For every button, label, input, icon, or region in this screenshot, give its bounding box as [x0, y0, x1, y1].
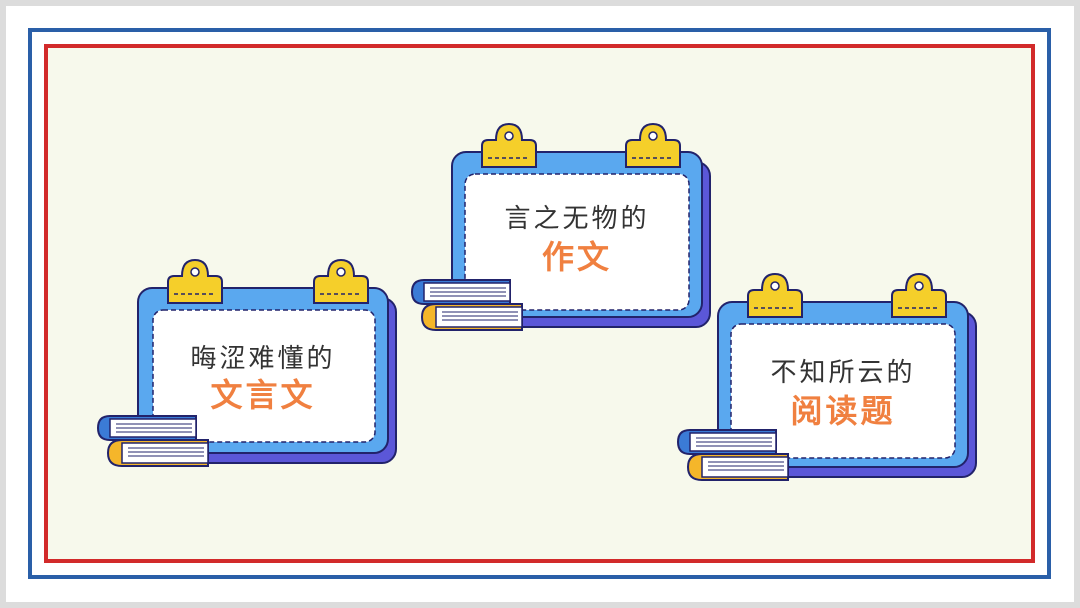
card-frame-graphic	[96, 258, 397, 467]
card-highlight: 阅读题	[790, 392, 896, 430]
card-line1: 言之无物的	[504, 204, 650, 234]
clip-icon	[891, 272, 947, 318]
card-classical-chinese: 晦涩难懂的 文言文	[96, 258, 406, 473]
clip-icon	[167, 258, 223, 304]
clip-icon	[481, 122, 537, 168]
card-frame-graphic	[676, 272, 977, 481]
card-composition: 言之无物的 作文	[410, 122, 720, 337]
book-stack-icon	[410, 279, 523, 331]
outer-border	[28, 28, 1051, 579]
card-frame-graphic	[410, 122, 711, 331]
book-stack-icon	[676, 429, 789, 481]
card-line1: 晦涩难懂的	[190, 344, 336, 374]
clip-icon	[313, 258, 369, 304]
card-line1: 不知所云的	[770, 358, 916, 388]
card-highlight: 文言文	[210, 376, 316, 414]
card-reading: 不知所云的 阅读题	[676, 272, 986, 487]
clip-icon	[625, 122, 681, 168]
card-highlight: 作文	[541, 238, 612, 276]
clip-icon	[747, 272, 803, 318]
book-stack-icon	[96, 415, 209, 467]
